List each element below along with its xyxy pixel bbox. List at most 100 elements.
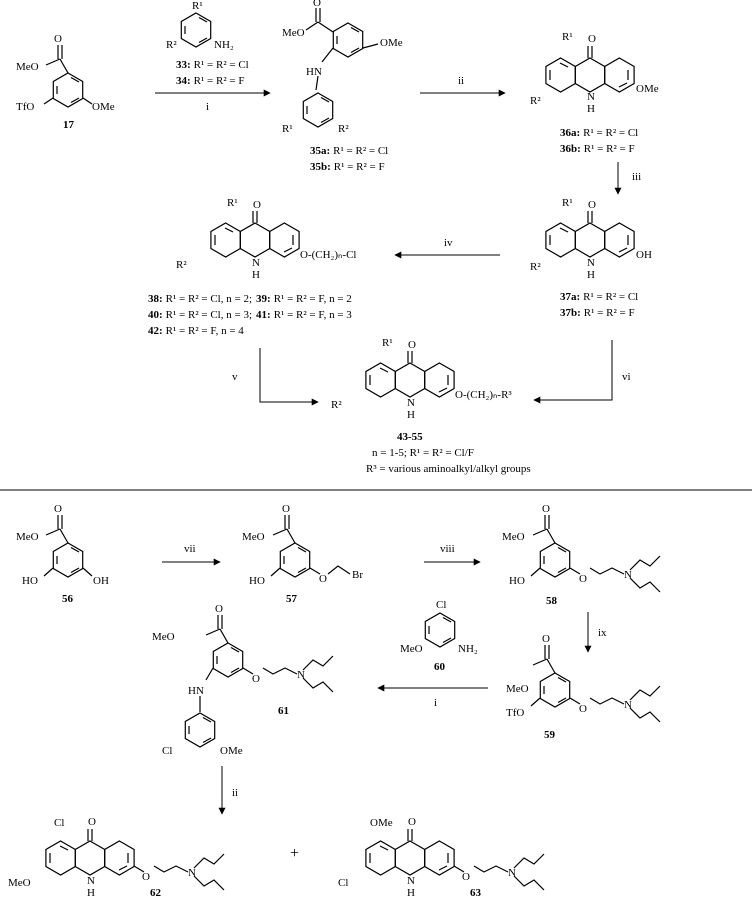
- carbonyl-o-label: O: [313, 0, 321, 9]
- oh-label: OH: [636, 249, 652, 261]
- condition-label: iii: [632, 171, 641, 183]
- carbonyl-o-label: O: [408, 816, 416, 828]
- compound-number-35b: 35b:: [310, 161, 331, 173]
- meo-label: MeO: [506, 683, 529, 695]
- compound-number-33: 33:: [176, 59, 191, 71]
- r2-label: R²: [530, 95, 541, 107]
- meo-label: MeO: [242, 531, 265, 543]
- r2-label: R²: [166, 39, 177, 51]
- compound-number-38: 38:: [148, 293, 163, 305]
- ho-label: HO: [22, 575, 38, 587]
- cl-label: Cl: [436, 599, 446, 611]
- compound-35: MeO O HN OMe R¹ R² 35a:R¹ = R² = Cl 35b:…: [282, 0, 403, 173]
- carbonyl-o-label: O: [253, 199, 261, 211]
- h-label: H: [87, 887, 95, 899]
- tfo-label: TfO: [16, 101, 34, 113]
- acridone-core: [365, 350, 455, 398]
- r2-label: R²: [176, 259, 187, 271]
- n-label: N: [587, 91, 595, 103]
- svg-text:34:R¹ = R² = F: 34:R¹ = R² = F: [176, 75, 244, 87]
- r2-label: R²: [338, 123, 349, 135]
- side-chain-label: O-(CH₂)ₙ-Cl: [300, 249, 357, 261]
- r1-label: R¹: [382, 337, 393, 349]
- compound-17: MeO O TfO OMe 17: [16, 33, 115, 131]
- compound-43-55: R¹ O R² N H O-(CH₂)ₙ-R³ 43-55 n = 1-5; R…: [331, 337, 531, 475]
- compound-number-37a: 37a:: [560, 291, 580, 303]
- benzene-ring: [539, 672, 571, 708]
- carbonyl-o-label: O: [215, 603, 223, 615]
- compound-number-34: 34:: [176, 75, 191, 87]
- r1-label: R¹: [227, 197, 238, 209]
- benzene-ring: [52, 542, 84, 578]
- n-label: N: [407, 397, 415, 409]
- aniline-33-34: R¹ R² NH₂ 33:R¹ = R² = Cl 34:R¹ = R² = F: [166, 0, 249, 87]
- substituent-text: R¹ = R² = F, n = 2: [274, 293, 352, 305]
- compound-37: R¹ O R² N H OH 37a:R¹ = R² = Cl 37b:R¹ =…: [530, 197, 652, 319]
- ether-o-label: O: [462, 871, 470, 883]
- benzene-ring: [52, 72, 84, 108]
- n-label: N: [188, 867, 196, 879]
- meo-label: MeO: [400, 643, 423, 655]
- h-label: H: [407, 409, 415, 421]
- ether-o-label: O: [579, 703, 587, 715]
- r1-label: R¹: [562, 31, 573, 43]
- r1-label: R¹: [562, 197, 573, 209]
- benzene-ring: [180, 12, 212, 48]
- acridone-core: [545, 210, 635, 258]
- compound-number-36a: 36a:: [560, 127, 580, 139]
- substituent-text: n = 1-5; R¹ = R² = Cl/F: [372, 447, 474, 459]
- compound-57: MeO O HO O Br 57: [242, 503, 363, 605]
- r1-label: R¹: [192, 0, 203, 12]
- condition-label: i: [206, 101, 209, 113]
- compound-59: MeO O TfO O N 59: [506, 633, 661, 741]
- carbonyl-o-label: O: [542, 503, 550, 515]
- r2-label: R²: [331, 399, 342, 411]
- condition-label: v: [232, 371, 238, 383]
- compound-56: MeO O HO OH 56: [16, 503, 109, 605]
- benzene-ring: [424, 612, 456, 648]
- side-chain-label: O-(CH₂)ₙ-R³: [455, 389, 512, 401]
- compound-number: 61: [278, 705, 289, 717]
- compound-number-40: 40:: [148, 309, 163, 321]
- n-label: N: [407, 875, 415, 887]
- benzene-ring: [539, 542, 571, 578]
- substituent-text: R³ = various aminoalkyl/alkyl groups: [366, 463, 531, 475]
- substituent-text: R¹ = R² = Cl: [583, 127, 638, 139]
- compound-62: Cl O MeO N H O N 62: [8, 816, 225, 899]
- svg-text:35a:R¹ = R² = Cl: 35a:R¹ = R² = Cl: [310, 145, 388, 157]
- hn-label: HN: [306, 66, 322, 78]
- ho-label: HO: [509, 575, 525, 587]
- ether-o-label: O: [142, 871, 150, 883]
- h-label: H: [252, 269, 260, 281]
- compound-38-42: R¹ O R² N H O-(CH₂)ₙ-Cl 38:R¹ = R² = Cl,…: [148, 197, 357, 337]
- substituent-text: R¹ = R² = Cl: [194, 59, 249, 71]
- n-label: N: [624, 699, 632, 711]
- benzene-ring: [184, 712, 216, 748]
- compound-number-41: 41:: [256, 309, 271, 321]
- condition-label: ii: [232, 787, 238, 799]
- compound-number: 17: [63, 119, 75, 131]
- oh-label: OH: [93, 575, 109, 587]
- svg-text:33:R¹ = R² = Cl: 33:R¹ = R² = Cl: [176, 59, 249, 71]
- ome-label: OMe: [220, 745, 243, 757]
- substituent-text: R¹ = R² = Cl, n = 3;: [166, 309, 252, 321]
- substituent-text: R¹ = R² = F: [194, 75, 245, 87]
- condition-label: vii: [184, 543, 196, 555]
- nh2-label: NH₂: [214, 39, 234, 51]
- benzene-ring: [279, 542, 311, 578]
- plus-sign: +: [290, 845, 299, 862]
- acridone-core: [45, 828, 135, 876]
- r2-label: R²: [530, 261, 541, 273]
- compound-number: 59: [544, 729, 556, 741]
- ether-o-label: O: [319, 573, 327, 585]
- substituent-text: R¹ = R² = F, n = 4: [166, 325, 245, 337]
- svg-text:35b:R¹ = R² = F: 35b:R¹ = R² = F: [310, 161, 385, 173]
- acridone-core: [545, 45, 635, 93]
- compound-number: 57: [286, 593, 298, 605]
- compound-number-39: 39:: [256, 293, 271, 305]
- carbonyl-o-label: O: [588, 33, 596, 45]
- benzene-ring: [302, 92, 334, 128]
- condition-label: i: [434, 697, 437, 709]
- carbonyl-o-label: O: [282, 503, 290, 515]
